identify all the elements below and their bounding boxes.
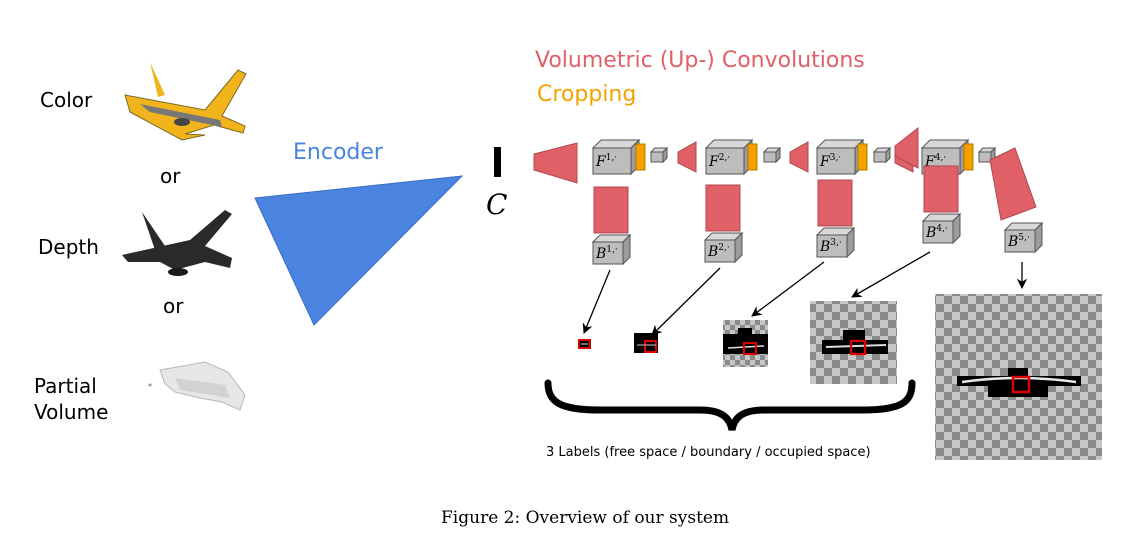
boundary-cube-3: B3,· — [815, 226, 856, 259]
output-grid-5 — [935, 294, 1102, 460]
output-arrows — [582, 251, 1028, 336]
upconv-trapezoid-3 — [789, 141, 809, 173]
upconv-trapezoid-1 — [533, 142, 578, 184]
labels-curly-brace — [544, 379, 916, 431]
or-label-1: or — [160, 164, 181, 188]
conv-block-2 — [705, 184, 741, 232]
conv-block-3 — [817, 179, 853, 227]
input-partial-label: Partial — [34, 374, 97, 398]
boundary-cube-5: B5,· — [1003, 221, 1044, 254]
output-grid-2 — [634, 333, 658, 353]
color-airplane-image — [124, 62, 247, 141]
boundary-cube-2: B2,· — [703, 231, 744, 264]
upconv-trapezoid-4b — [894, 126, 919, 169]
conv-block-4 — [923, 165, 959, 213]
output-grid-3 — [723, 320, 768, 367]
output-grid-1 — [578, 339, 591, 349]
feature-cube-1: F1,· — [591, 138, 641, 176]
input-depth-label: Depth — [38, 235, 99, 259]
boundary-cube-4: B4,· — [921, 212, 962, 245]
upconv-trapezoid-2 — [677, 141, 697, 173]
feature-cube-3: F3,· — [815, 138, 865, 176]
encoder-triangle — [254, 175, 464, 326]
crop-bar-2 — [747, 143, 758, 171]
cropped-cube-2 — [762, 146, 782, 164]
legend-convolutions: Volumetric (Up-) Convolutions — [535, 48, 865, 73]
or-label-2: or — [163, 294, 184, 318]
feature-cube-2: F2,· — [704, 138, 754, 176]
conv-block-1 — [593, 186, 629, 234]
code-label: C — [486, 188, 508, 221]
depth-airplane-image — [122, 210, 232, 276]
input-color-label: Color — [40, 88, 93, 112]
encoder-label: Encoder — [293, 140, 383, 165]
figure-caption: Figure 2: Overview of our system — [441, 508, 730, 528]
legend-cropping: Cropping — [537, 82, 637, 107]
output-grid-4 — [810, 301, 897, 384]
boundary-cube-1: B1,· — [591, 233, 632, 266]
cropped-cube-3 — [872, 146, 892, 164]
crop-bar-1 — [635, 143, 646, 171]
partial-volume-image — [148, 361, 246, 411]
labels-note: 3 Labels (free space / boundary / occupi… — [546, 445, 871, 460]
crop-bar-3 — [857, 143, 868, 171]
crop-bar-4 — [963, 143, 974, 171]
conv-block-5 — [989, 147, 1037, 221]
cropped-cube-1 — [649, 146, 669, 164]
input-volume-label: Volume — [34, 400, 109, 424]
code-bar — [494, 147, 501, 177]
